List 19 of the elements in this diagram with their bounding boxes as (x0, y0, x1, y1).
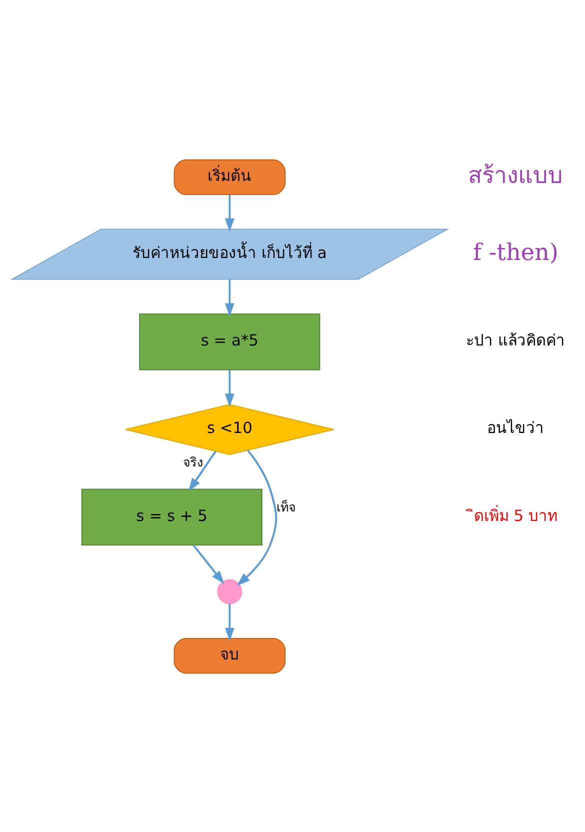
edge-label: จริง (182, 454, 203, 469)
node-box: เริ่มต้น (174, 158, 286, 194)
arrow (224, 603, 234, 641)
node-box: s = s + 5 (81, 488, 262, 546)
arrow (224, 279, 234, 316)
node-box: จบ (174, 638, 286, 674)
arrow (188, 450, 216, 492)
label: f -then) (472, 240, 558, 266)
arrow (192, 544, 224, 584)
label: ะปา แล้วคิดค่า (466, 331, 566, 350)
label: สร้างแบบ (468, 162, 564, 189)
node-box: s = a*5 (139, 312, 320, 370)
arrow (236, 449, 278, 586)
arrow (224, 369, 234, 407)
node-circle (217, 578, 242, 604)
arrow (224, 194, 234, 232)
edge-label: เท็จ (276, 499, 296, 514)
node-diamond: s <10 (125, 403, 334, 455)
label: อนไขว่า (487, 418, 544, 437)
